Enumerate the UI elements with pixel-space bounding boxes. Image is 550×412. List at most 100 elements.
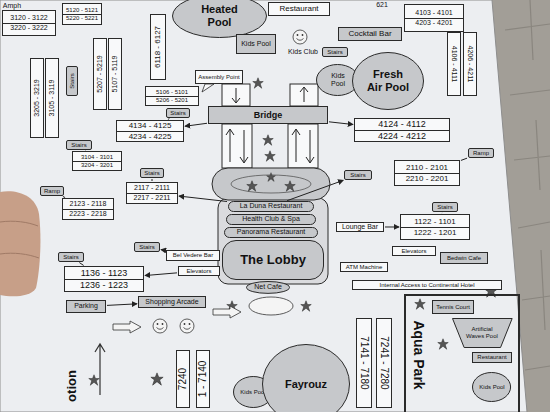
stairs-box: Stairs — [66, 140, 92, 150]
text-row: Assembly Point — [198, 74, 239, 81]
text-row: 1136 - 1123 — [65, 268, 143, 278]
text-row: Artificial Waves Pool — [465, 326, 499, 340]
node-text: Restaurant — [279, 4, 318, 13]
node-text: Assembly Point — [198, 74, 239, 80]
text-row: Bel Vedere Bar — [173, 252, 213, 259]
text-row: Restaurant — [477, 354, 506, 361]
room-range-box: Lounge Bar — [336, 222, 384, 232]
node-text: Stairs — [350, 172, 365, 178]
node-text: 2123 - 2118 — [70, 200, 107, 207]
room-range-box: 4206 - 4211 — [463, 32, 477, 96]
text-row: 6118 - 6127 — [153, 26, 162, 68]
room-range-box: Bel Vedere Bar — [166, 250, 220, 261]
node-text: 5206 - 5201 — [156, 97, 188, 103]
text-row: Internal Access to Continental Hotel — [379, 282, 474, 289]
pool-shape: Net Cafe — [246, 281, 290, 294]
text-row: 4106 - 4111 — [450, 46, 458, 82]
route-arrow — [161, 249, 165, 251]
room-range-box: 3105 - 3119 — [45, 58, 59, 138]
room-range-box: 7240 — [176, 350, 190, 408]
node-text: Cocktail Bar — [348, 29, 391, 38]
text-row: 2123 - 2118 — [63, 200, 113, 208]
text-row: 1 - 7140 — [197, 361, 209, 398]
text-row: ATM Machine — [346, 264, 383, 271]
text-row: Kids Pool — [479, 384, 505, 391]
route-arrow — [461, 158, 467, 160]
text-row: Ramp — [473, 150, 489, 157]
node-text: 6118 - 6127 — [153, 26, 162, 68]
text-row: 2110 - 2101 — [395, 163, 459, 172]
route-arrow — [329, 122, 353, 125]
stairs-box: Stairs — [344, 170, 372, 180]
lobby-band: The Lobby — [222, 240, 324, 280]
node-text: ATM Machine — [346, 264, 383, 270]
text-row: Lounge Bar — [342, 223, 378, 231]
node-text: 4224 - 4212 — [378, 131, 426, 141]
room-range-box: 1 - 7140 — [196, 350, 210, 408]
node-text: Lounge Bar — [342, 223, 378, 230]
text-row: Bedwin Cafe — [447, 255, 481, 262]
route-arrow — [79, 263, 83, 266]
node-text: Artificial Waves Pool — [465, 326, 499, 340]
map-label: otion — [65, 370, 80, 402]
pool-shape: Fresh Air Pool — [352, 52, 424, 110]
node-text: 2117 - 2111 — [134, 184, 170, 191]
room-range-box: 1136 - 11231236 - 1223 — [64, 266, 144, 292]
text-row: Fayrouz — [285, 378, 327, 391]
node-text: 2217 - 2211 — [134, 194, 171, 201]
stairs-box: Ramp — [40, 186, 64, 196]
route-arrow — [185, 123, 207, 126]
stairs-box: Stairs — [134, 242, 160, 252]
node-text: La Duna Restaurant — [240, 202, 303, 209]
lobby-band: Panorama Restaurant — [224, 227, 318, 238]
room-range-box: 5120 - 51215220 - 5221 — [62, 3, 102, 25]
node-text: Bedwin Cafe — [447, 255, 481, 261]
node-text: 5107 - 5119 — [111, 56, 118, 93]
text-row: 2117 - 2111 — [127, 184, 177, 192]
node-text: 4234 - 4225 — [129, 132, 172, 141]
node-text: Aqua Park — [411, 320, 427, 389]
node-text: 2210 - 2201 — [406, 174, 449, 183]
node-text: 5207 - 5219 — [96, 55, 103, 92]
text-row: 5106 - 5101 — [146, 89, 198, 96]
stairs-box: Stairs — [166, 108, 190, 118]
text-row: 5107 - 5119 — [111, 56, 119, 93]
stairs-box: Stairs — [140, 168, 164, 178]
text-row: Kids Pool — [240, 40, 272, 48]
node-text: 7240 — [177, 368, 188, 390]
node-text: 4134 - 4125 — [129, 121, 172, 130]
lobby-band: La Duna Restaurant — [228, 201, 314, 212]
text-row: 5120 - 5121 — [63, 7, 101, 14]
room-range-box: 2110 - 2101 2210 - 2201 — [394, 160, 460, 186]
room-range-box: 3104 - 31013204 - 3201 — [72, 151, 122, 171]
facility-box: Bridge — [208, 106, 328, 124]
text-row: Stairs — [170, 110, 185, 117]
text-row: 3220 - 3222 — [3, 23, 55, 32]
text-row: Net Cafe — [254, 283, 282, 291]
text-row: Shopping Arcade — [145, 298, 198, 306]
node-text: Stairs — [63, 254, 78, 260]
node-text: 1122 - 1101 — [414, 217, 456, 226]
text-row: Bridge — [254, 110, 283, 120]
node-text: Kids Pool — [323, 72, 352, 88]
text-row: 3120 - 3122 — [3, 14, 55, 22]
facility-box: Cocktail Bar — [338, 27, 402, 41]
node-text: 5220 - 5221 — [66, 15, 98, 21]
node-text: 3120 - 3122 — [10, 14, 47, 21]
text-row: The Lobby — [240, 253, 306, 268]
route-arrow — [179, 196, 227, 201]
node-text: Panorama Restaurant — [237, 228, 305, 235]
node-text: Stairs — [327, 49, 342, 55]
text-row: Kids Pool — [323, 72, 352, 88]
node-text: Elevators — [401, 248, 426, 254]
facility-box: Tennis Court — [432, 300, 474, 314]
route-arrow — [107, 304, 137, 306]
room-range-box: Internal Access to Continental Hotel — [352, 280, 502, 290]
node-text: 7241 - 7280 — [379, 336, 390, 389]
room-range-box: 4124 - 41124224 - 4212 — [354, 118, 450, 142]
map-label: 621 — [376, 1, 388, 9]
node-text: Stairs — [71, 142, 86, 148]
node-text: 7141 - 7180 — [359, 336, 370, 389]
text-row: La Duna Restaurant — [240, 202, 303, 210]
stairs-box: Stairs — [66, 66, 78, 96]
